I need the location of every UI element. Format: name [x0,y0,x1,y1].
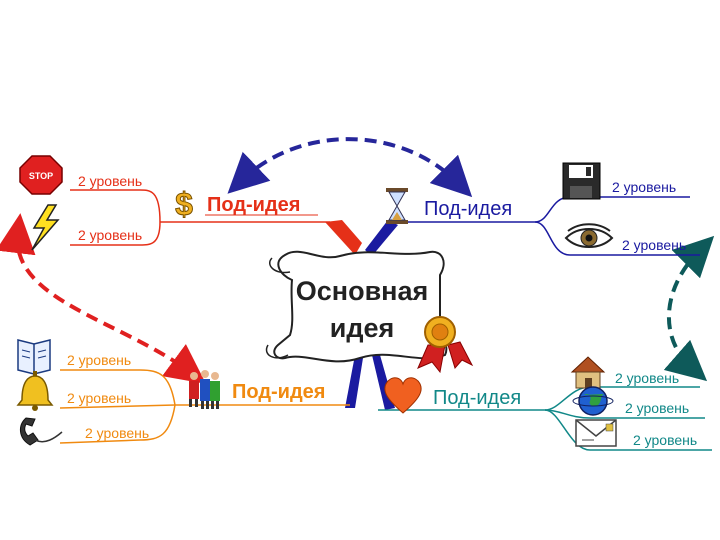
sub-label-top-right-2: 2 уровень [622,237,686,253]
eye-icon [564,223,614,248]
sub-label-top-left-2: 2 уровень [78,227,142,243]
sub-label-bottom-right-1: 2 уровень [615,370,679,386]
branch-title-top-left: Под-идея [207,194,300,216]
seal-icon [417,316,474,374]
sub-label-bottom-left-1: 2 уровень [67,352,131,368]
lightning-icon [31,204,60,251]
branch-title-bottom-left: Под-идея [232,381,325,403]
sub-label-bottom-left-3: 2 уровень [85,425,149,441]
sub-label-bottom-left-2: 2 уровень [67,390,131,406]
central-idea-line1: Основная [296,276,429,306]
svg-text:STOP: STOP [29,171,53,181]
branch-top-left-lines [70,189,330,246]
relation-arrow-right [663,235,715,382]
globe-icon [572,386,614,416]
central-idea-line2: идея [330,313,395,343]
bell-icon [16,371,54,411]
svg-text:$: $ [175,186,193,222]
hourglass-icon [386,188,408,224]
sub-label-top-left-1: 2 уровень [78,173,142,189]
branch-title-top-right: Под-идея [424,198,512,220]
heart-icon [384,377,422,414]
dollar-icon: $ [175,186,194,223]
floppy-disk-icon [562,162,601,200]
relation-arrow-left [0,213,207,384]
house-icon [570,356,606,389]
envelope-icon [575,419,617,447]
people-icon [189,370,220,409]
central-scroll [265,250,448,363]
relation-arrow-top [227,137,473,198]
sub-label-bottom-right-3: 2 уровень [633,432,697,448]
stop-sign-icon: STOP [19,155,63,195]
book-icon [17,339,51,375]
phone-icon [20,417,63,446]
sub-label-top-right-1: 2 уровень [612,179,676,195]
ribbon-top-left [325,220,362,255]
ribbon-bottom-left [345,355,363,408]
sub-label-bottom-right-2: 2 уровень [625,400,689,416]
branch-title-bottom-right: Под-идея [433,387,521,409]
branch-bottom-left-lines [59,369,350,444]
ribbon-top-right [365,220,398,256]
